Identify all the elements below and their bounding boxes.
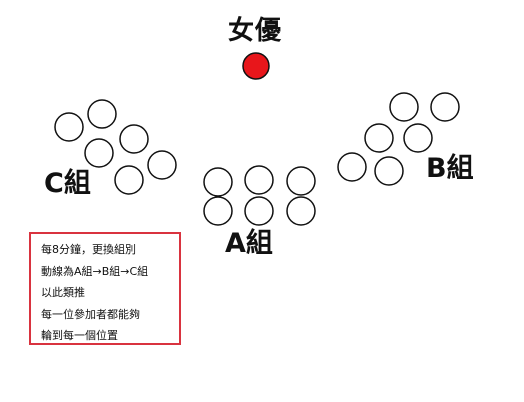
note-line: 每一位參加者都能夠: [41, 307, 140, 321]
group-b-label: B組: [426, 153, 474, 184]
note-line: 每8分鐘，更換組別: [41, 243, 136, 256]
group-c-seats: [54, 99, 177, 195]
seat: [286, 196, 316, 226]
note-line: 輪到每一個位置: [41, 329, 118, 342]
seat: [54, 112, 84, 142]
note-line: 以此類推: [41, 286, 85, 299]
seat: [286, 166, 316, 196]
seat: [244, 196, 274, 226]
seat: [203, 167, 233, 197]
group-c-label: C組: [44, 168, 91, 199]
seat: [430, 92, 460, 122]
seat: [147, 150, 177, 180]
actress-label: 女優: [228, 16, 283, 46]
group-a-label: A組: [225, 228, 273, 259]
group-a-seats: [203, 165, 316, 226]
seat: [374, 156, 404, 186]
seat: [119, 124, 149, 154]
actress-seat: [242, 52, 270, 80]
seat: [337, 152, 367, 182]
note-line: 動線為A組→B組→C組: [41, 264, 149, 278]
seat: [389, 92, 419, 122]
seat: [84, 138, 114, 168]
seat: [364, 123, 394, 153]
seat: [403, 123, 433, 153]
seat: [244, 165, 274, 195]
seat: [114, 165, 144, 195]
seat: [87, 99, 117, 129]
rotation-note-box: 每8分鐘，更換組別 動線為A組→B組→C組 以此類推 每一位參加者都能夠 輪到每…: [29, 232, 181, 345]
group-b-seats: [337, 92, 460, 186]
seat: [203, 196, 233, 226]
